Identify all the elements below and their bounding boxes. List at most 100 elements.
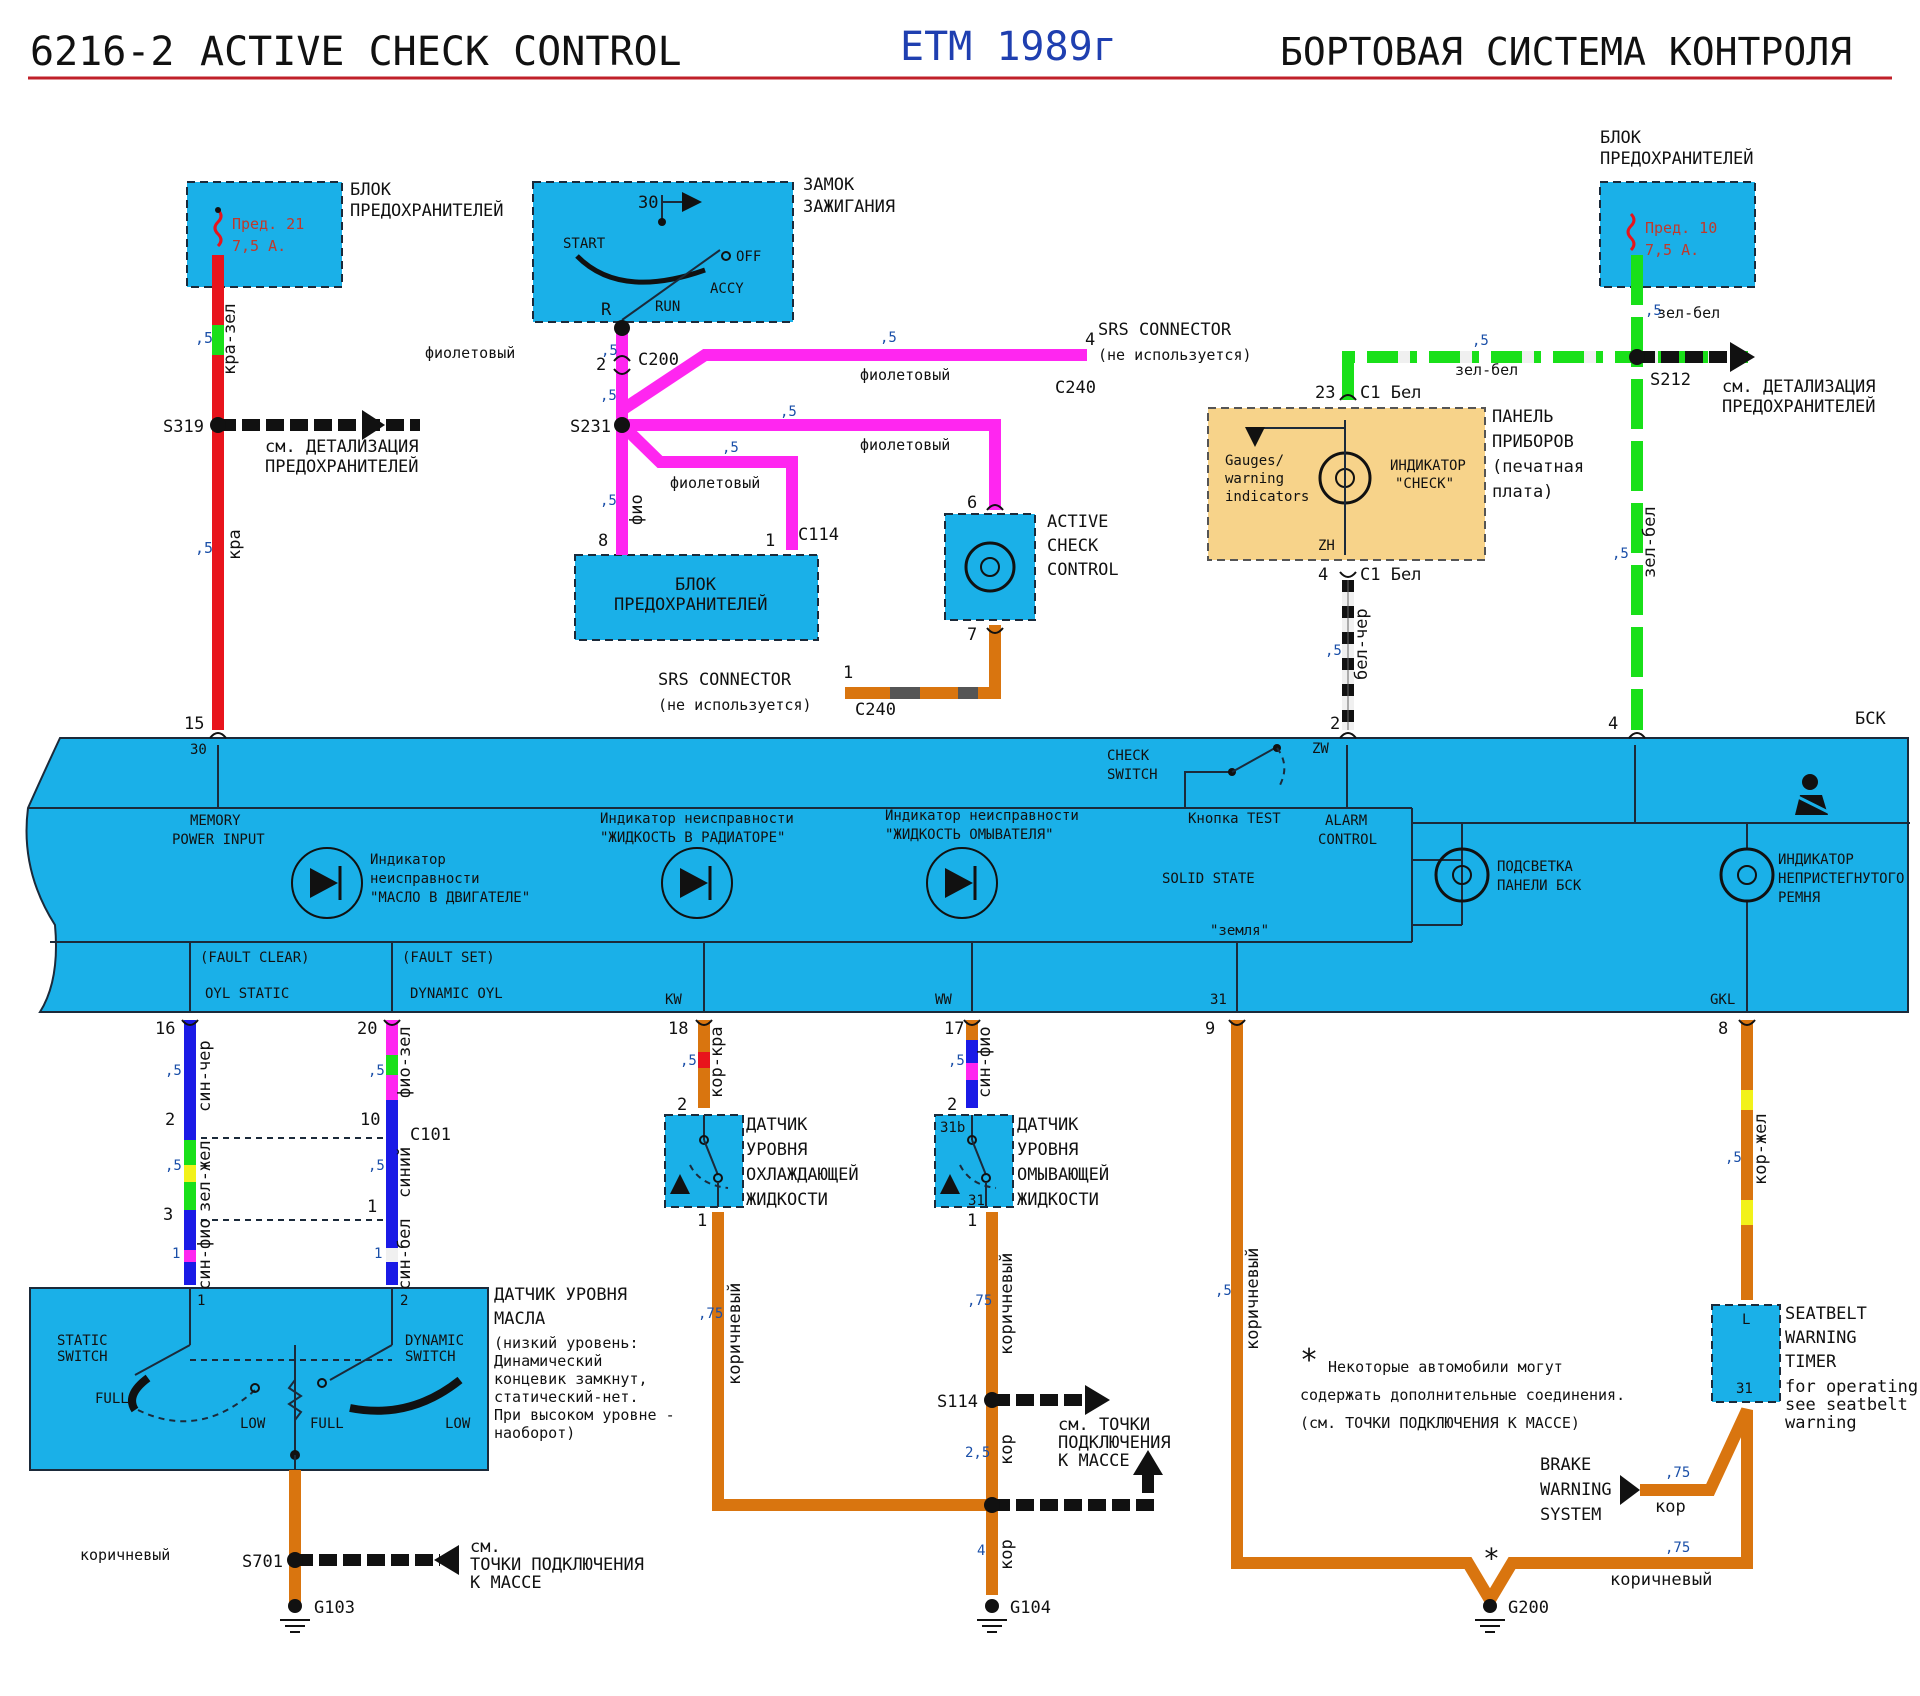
- wires-g5-label: ,5: [1725, 1150, 1742, 1166]
- fuse-left-title2-label: ПРЕДОХРАНИТЕЛЕЙ: [350, 199, 504, 221]
- srs-bottom-pin-label: 1: [843, 663, 853, 683]
- oil-sensor-n5-label: При высоком уровне -: [494, 1406, 675, 1424]
- arrow-right-icon: [362, 410, 385, 440]
- oil-sensor-dyn2-label: SWITCH: [405, 1349, 456, 1365]
- splices-s114-label: S114: [937, 1392, 978, 1412]
- seatbelt-p31-label: 31: [1736, 1381, 1753, 1397]
- wires-g5-label: ,5: [880, 330, 897, 346]
- bsk-pin2-label: 2: [1330, 714, 1340, 734]
- active-check-control-module: ACTIVE CHECK CONTROL 6 7: [944, 493, 1119, 645]
- wires-g5-label: ,5: [165, 1063, 182, 1079]
- coolant-t3-label: ОХЛАЖДАЮЩЕЙ: [746, 1163, 859, 1185]
- oil-sensor-c2-label: 2: [165, 1110, 175, 1130]
- wires-kor-zhel-label: кор-жел: [1751, 1113, 1771, 1185]
- wires-g5-label: ,5: [1325, 643, 1342, 659]
- diagram-code: 6216-2: [30, 29, 175, 75]
- oil-sensor-t2-label: МАСЛА: [494, 1309, 545, 1329]
- wires-sin-fio-label: син-фио: [195, 1218, 215, 1290]
- bsk-memory1-label: MEMORY: [190, 813, 241, 829]
- bsk-light2-label: ПАНЕЛИ БСК: [1497, 878, 1582, 894]
- note-l3-label: (см. ТОЧКИ ПОДКЛЮЧЕНИЯ К МАССЕ): [1300, 1414, 1580, 1432]
- wires-kra-zel-label: кра-зел: [220, 303, 240, 375]
- bulb-seatbelt-indicator-icon: [1719, 823, 1775, 1012]
- wires-g75-label: ,75: [1665, 1465, 1690, 1481]
- brake-l1-label: BRAKE: [1540, 1455, 1591, 1475]
- bsk-zw-label: ZW: [1312, 741, 1329, 757]
- coolant-t4-label: ЖИДКОСТИ: [746, 1190, 828, 1210]
- ignition-r-label: R: [601, 300, 612, 320]
- refs-fuse-detail1-label: см. ДЕТАЛИЗАЦИЯ: [265, 437, 419, 457]
- wires-g5-label: ,5: [368, 1158, 385, 1174]
- ignition-accy-label: ACCY: [710, 281, 744, 297]
- bsk-check-sw2-label: SWITCH: [1107, 767, 1158, 783]
- wires-bel-cher-label: бел-чер: [1352, 608, 1372, 680]
- ignition-start-label: START: [563, 236, 606, 252]
- acc-module-pin6-label: 6: [967, 493, 977, 513]
- resistor-icon: [287, 1379, 303, 1421]
- refs-fuse-detail2-label: ПРЕДОХРАНИТЕЛЕЙ: [265, 455, 419, 477]
- header: 6216-2 ACTIVE CHECK CONTROL ETM 1989г БО…: [28, 24, 1892, 80]
- diagram-title-en: ACTIVE CHECK CONTROL: [200, 29, 682, 75]
- note-star-label: *: [1300, 1343, 1318, 1378]
- bsk-p9-label: 9: [1205, 1019, 1215, 1039]
- wires-g1-label: 1: [374, 1246, 382, 1262]
- diagram-title-ru: БОРТОВАЯ СИСТЕМА КОНТРОЛЯ: [1280, 30, 1852, 74]
- wires-kor-label: кор: [1655, 1497, 1686, 1517]
- bsk-belt1-label: ИНДИКАТОР: [1778, 852, 1854, 868]
- wires-sin-bel-label: син-бел: [395, 1218, 415, 1290]
- refs-gnd3-label: К МАССЕ: [470, 1573, 542, 1593]
- led-washer-icon: [926, 847, 998, 919]
- refs-gnd-b3-label: К МАССЕ: [1058, 1451, 1130, 1471]
- splice-s319: S319: [163, 417, 204, 437]
- ground-g104-icon: G104: [977, 1598, 1051, 1633]
- srs-top-pin-label: 4: [1085, 330, 1095, 350]
- bsk-wash1-label: Индикатор неисправности: [885, 808, 1079, 824]
- oil-sensor-n4-label: статический-нет.: [494, 1388, 639, 1406]
- washer-p1-label: 1: [967, 1211, 977, 1231]
- fuse-block-mid: БЛОК ПРЕДОХРАНИТЕЛЕЙ 8 1 C114: [574, 525, 839, 641]
- srs-bottom-conn-label: C240: [855, 700, 896, 720]
- note-star-label: *: [1483, 1542, 1500, 1575]
- footnote: * Некоторые автомобили могут содержать д…: [1300, 1343, 1625, 1575]
- wires-fiolet-label: фиолетовый: [860, 366, 950, 384]
- coolant-t1-label: ДАТЧИК: [746, 1115, 808, 1135]
- fuse-block-mid-pin1-label: 1: [765, 531, 775, 551]
- brake-l3-label: SYSTEM: [1540, 1505, 1601, 1525]
- bsk-rad2-label: "ЖИДКОСТЬ В РАДИАТОРЕ": [600, 830, 785, 846]
- wires-g5-label: ,5: [600, 493, 617, 509]
- instrument-panel: Gauges/ warning indicators ИНДИКАТОР "CH…: [1207, 383, 1584, 585]
- seatbelt-n1-label: for operating: [1785, 1377, 1918, 1397]
- bsk-pin15-label: 15: [184, 714, 204, 734]
- srs-top-title-label: SRS CONNECTOR: [1098, 320, 1232, 340]
- panel-l4-label: плата): [1492, 482, 1553, 502]
- grounds-g104-label: G104: [1010, 1598, 1051, 1618]
- bsk-p18-label: 18: [668, 1019, 688, 1039]
- bsk-check-sw1-label: CHECK: [1107, 748, 1150, 764]
- wires-g5-label: ,5: [780, 404, 797, 420]
- bsk-gkl-label: GKL: [1710, 992, 1735, 1008]
- oil-sensor-n6-label: наоборот): [494, 1424, 575, 1442]
- fuse-block-mid-title1-label: БЛОК: [675, 575, 717, 595]
- panel-i1-label: ИНДИКАТОР: [1390, 458, 1466, 474]
- wires-korichnevy-label: коричневый: [1243, 1248, 1263, 1350]
- wires-g75-label: ,75: [698, 1306, 723, 1322]
- grounds-g103-label: G103: [314, 1598, 355, 1618]
- splices-s212-label: S212: [1650, 370, 1691, 390]
- bsk-p8-label: 8: [1718, 1019, 1728, 1039]
- wires-g5-label: ,5: [1612, 546, 1629, 562]
- coolant-p2-label: 2: [677, 1095, 687, 1115]
- wires-korichnevy-label: коричневый: [725, 1283, 745, 1385]
- wires-siniy-label: синий: [395, 1147, 415, 1198]
- bsk-memory2-label: POWER INPUT: [172, 832, 265, 848]
- wires-g5-label: ,5: [1215, 1283, 1232, 1299]
- oil-sensor-n3-label: концевик замкнут,: [494, 1370, 648, 1388]
- bsk-fault-clear-label: (FAULT CLEAR): [200, 950, 310, 966]
- bsk-wash2-label: "ЖИДКОСТЬ ОМЫВАТЕЛЯ": [885, 827, 1054, 843]
- oil-sensor-p2-label: 2: [400, 1293, 408, 1309]
- diagram-year: ETM 1989г: [900, 24, 1117, 70]
- splices-s701-label: S701: [242, 1552, 283, 1572]
- note-l2-label: содержать дополнительные соединения.: [1300, 1386, 1625, 1404]
- ignition-switch: ЗАМОК ЗАЖИГАНИЯ 30 START OFF ACCY RUN R: [532, 175, 895, 323]
- seatbelt-n3-label: warning: [1785, 1413, 1857, 1433]
- acc-module-l2-label: CHECK: [1047, 536, 1099, 556]
